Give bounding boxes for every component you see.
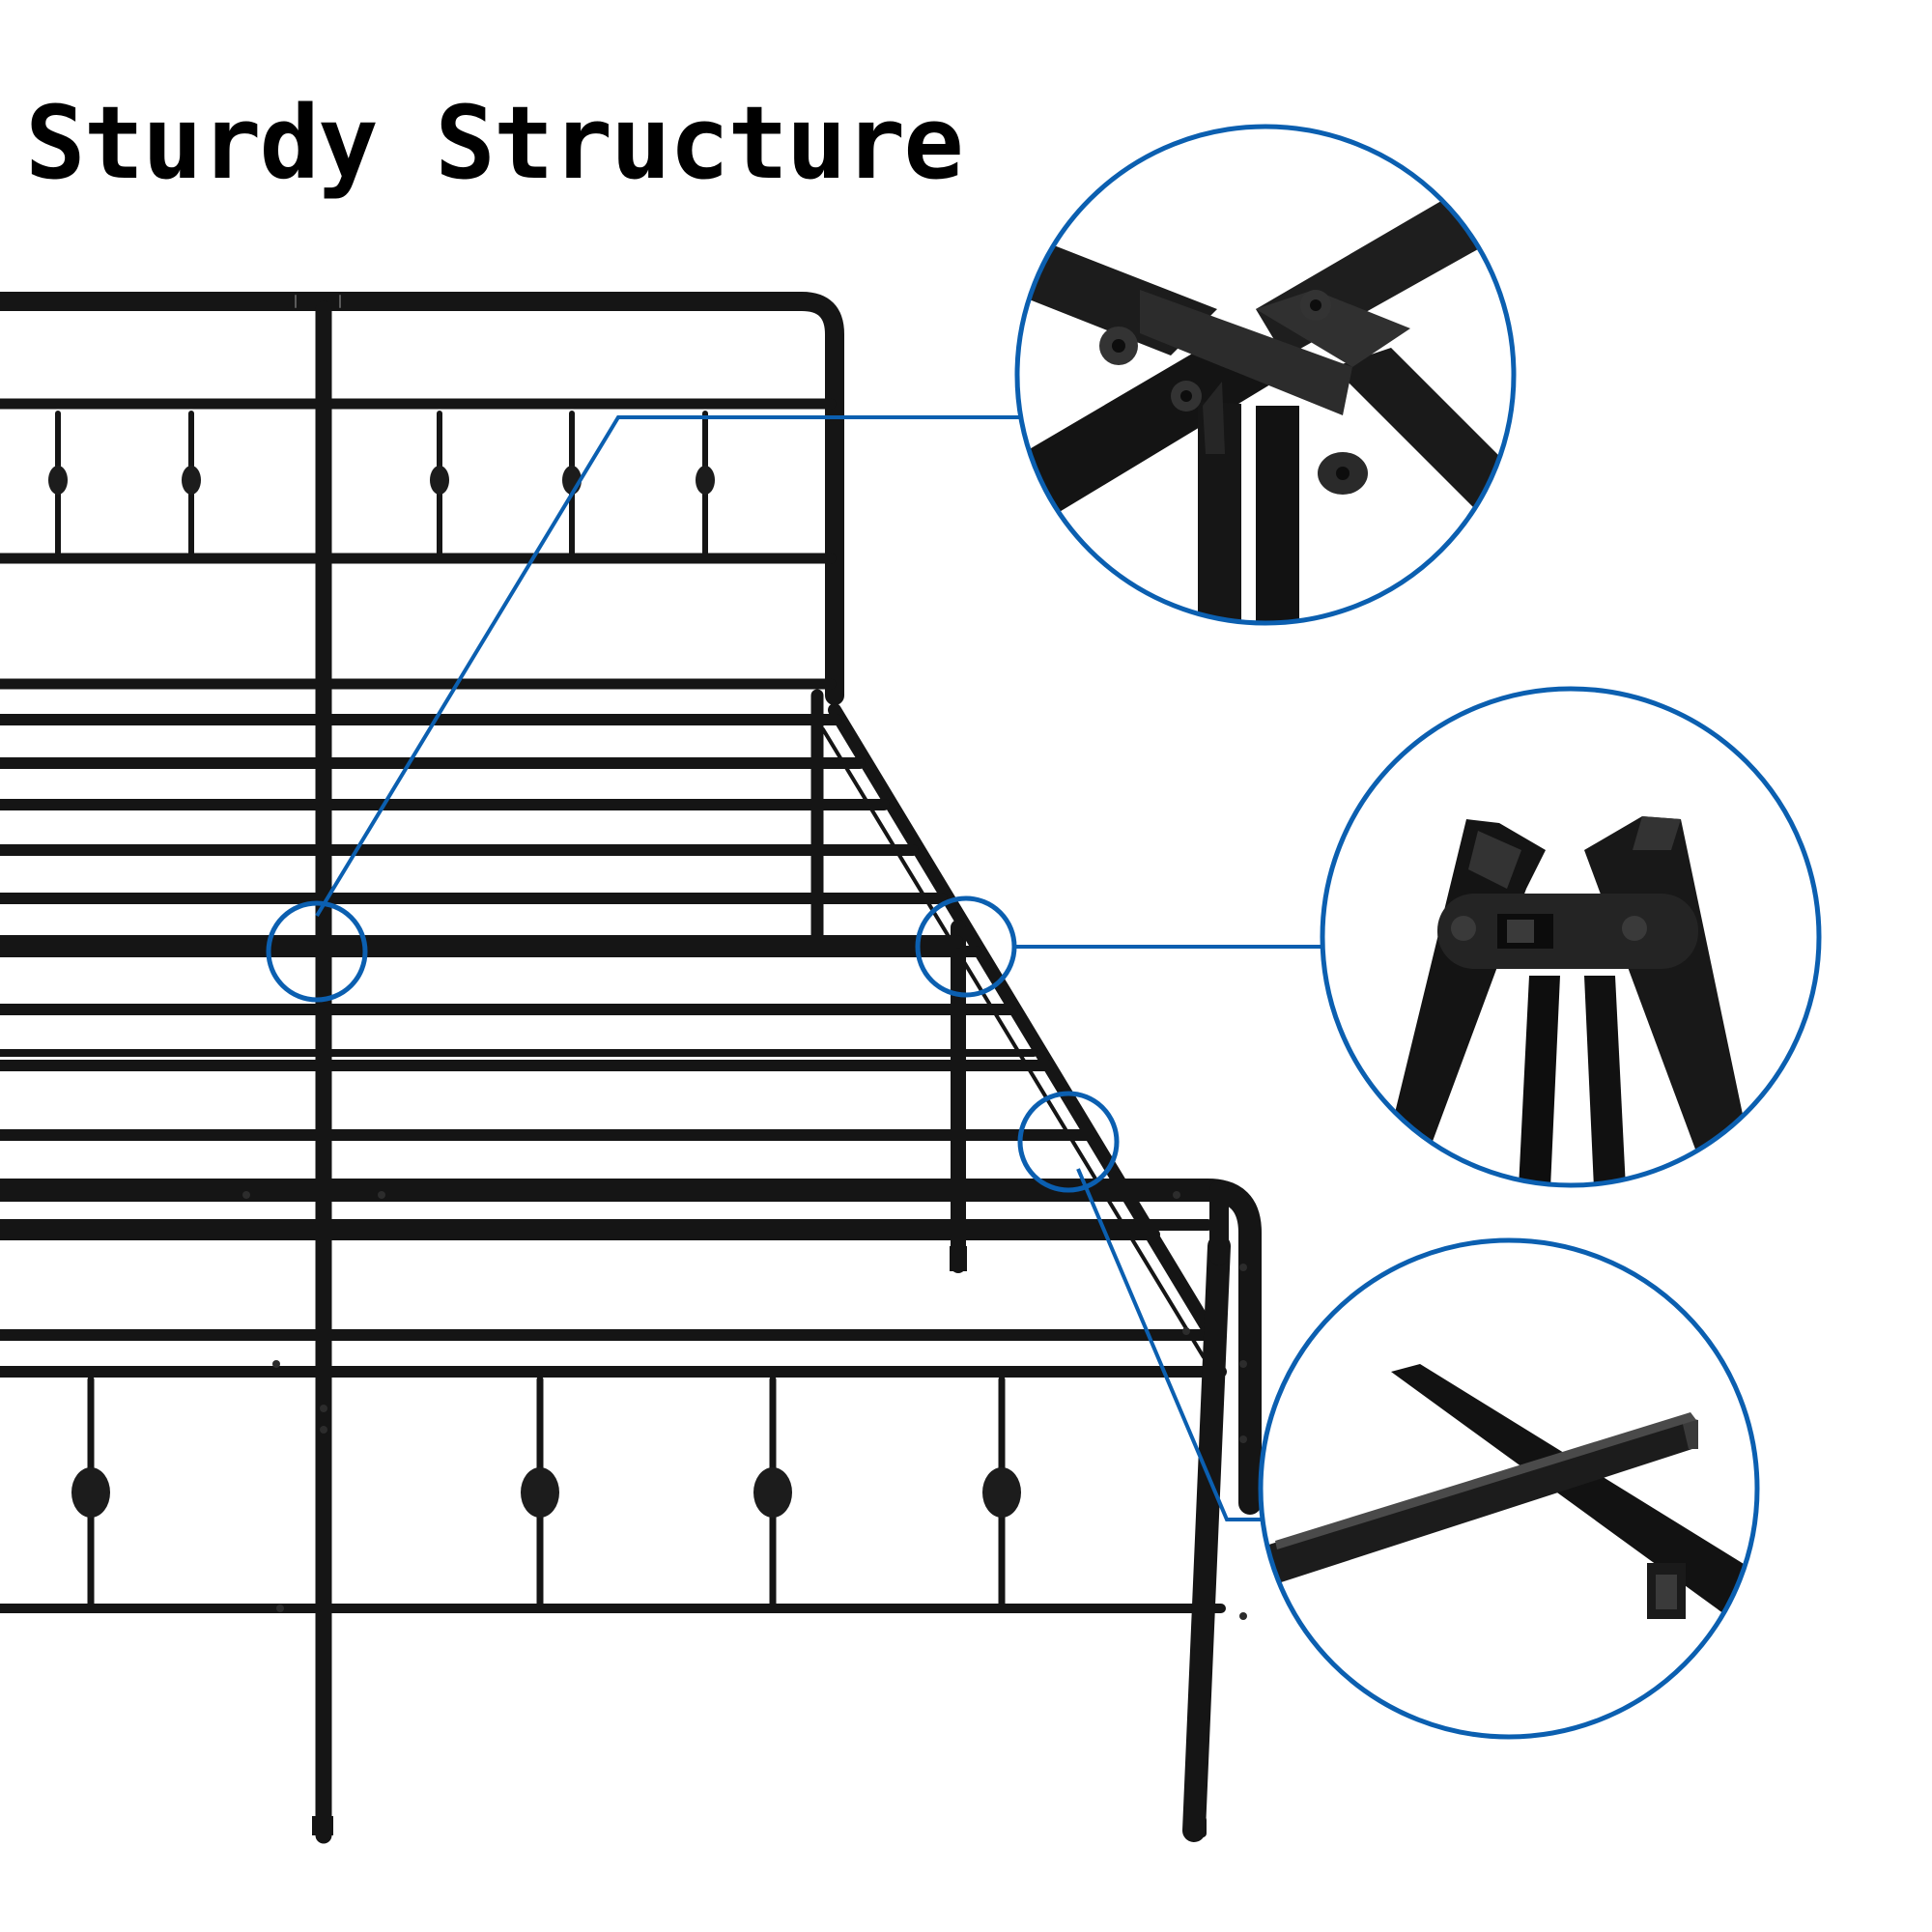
- footboard: [0, 1179, 1262, 1842]
- headboard: [0, 292, 844, 1844]
- callout-marker-center-joint: [266, 900, 368, 1003]
- detail-center-support-joint: [1014, 124, 1517, 626]
- side-rail: [810, 689, 1222, 1359]
- headboard-finials: [48, 466, 715, 495]
- detail-footboard-rail-corner: [1258, 1237, 1760, 1740]
- bolt-dots: [242, 1191, 1247, 1620]
- footboard-finials: [71, 1467, 1021, 1518]
- callout-markers: [266, 895, 1120, 1193]
- bed-frame: [0, 292, 1262, 1844]
- callout-marker-side-rail: [915, 895, 1017, 998]
- detail-side-rail-leg-joint: [1320, 686, 1822, 1188]
- center-rail: [0, 935, 1037, 1057]
- bed-slats: [0, 714, 1219, 1341]
- headline: Sturdy Structure: [25, 84, 964, 202]
- callout-marker-footboard-corner: [1017, 1091, 1120, 1193]
